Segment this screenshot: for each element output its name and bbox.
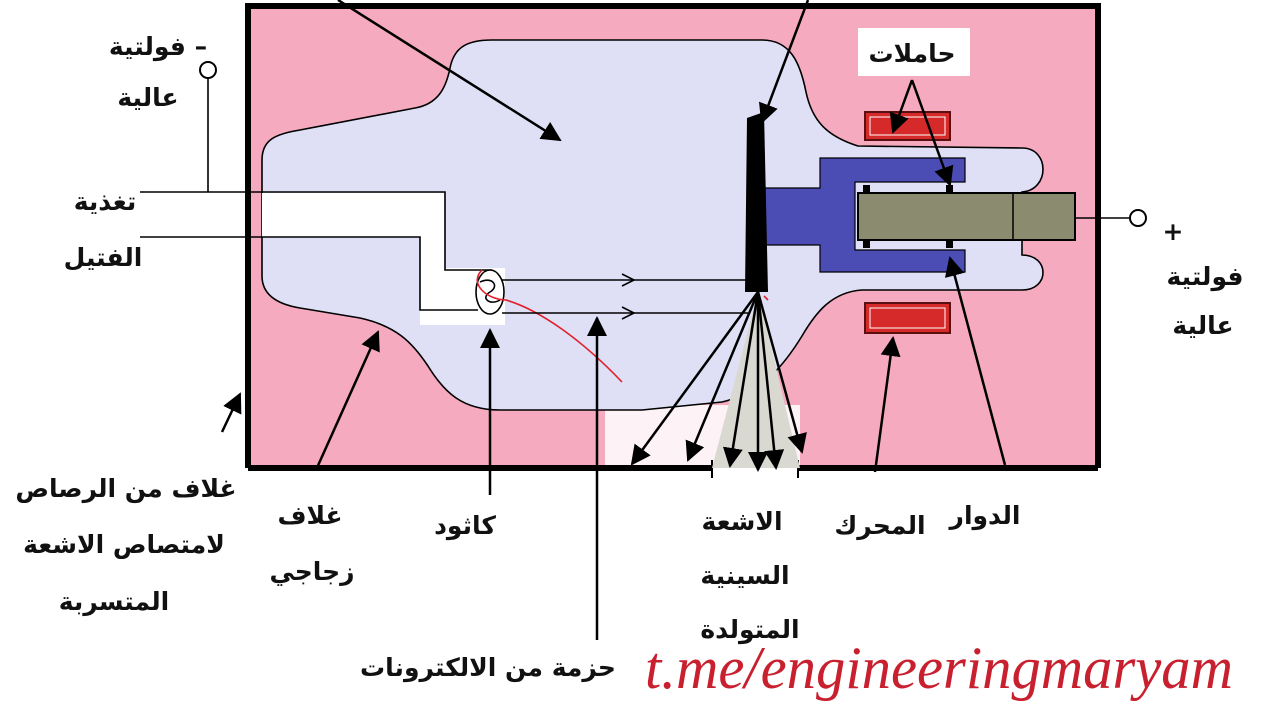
pointer-arrow-lead-housing <box>220 392 242 433</box>
xray-ray <box>756 291 807 454</box>
pointer-arrow-top-target <box>758 0 810 124</box>
cathode <box>475 269 769 383</box>
label-bearings: حاملات <box>869 39 956 68</box>
label-motor: المحرك <box>834 511 925 541</box>
pointer-arrows <box>220 0 1007 640</box>
stator-bottom-inner <box>869 307 946 329</box>
pointer-arrow-bearing-top <box>889 79 914 134</box>
label-pos-voltage-line2: عالية <box>1172 311 1233 340</box>
filament-wires <box>140 61 492 311</box>
label-lead-housing-line3: المتسربة <box>59 587 169 617</box>
pointer-arrow-motor <box>873 336 901 473</box>
anode-target <box>745 112 768 292</box>
filament-wire-lower <box>140 236 478 311</box>
xray-cone <box>712 292 800 468</box>
xray-emission <box>630 291 807 472</box>
label-filament-feed-line2: الفتيل <box>64 243 143 272</box>
anode-stem <box>764 157 966 273</box>
pointer-arrow-top-left <box>337 0 562 142</box>
label-cathode: كاثود <box>434 511 496 541</box>
rotor-bar <box>857 192 1076 241</box>
xray-ray <box>756 291 785 470</box>
filament-coil <box>479 279 501 303</box>
watermark: t.me/engineeringmaryam <box>645 635 1233 701</box>
label-xrays-line1: الاشعة <box>701 507 782 536</box>
bearing-icon <box>863 241 870 248</box>
electron-beam <box>502 273 748 320</box>
stator-top <box>864 111 951 141</box>
xray-ray <box>630 291 760 466</box>
label-filament-feed-line1: تغذية <box>74 187 137 216</box>
pointer-arrow-glass <box>314 330 380 471</box>
red-annotation-stroke <box>476 269 623 383</box>
bearing-icon <box>946 185 953 192</box>
pointer-arrow-bearing <box>910 79 954 187</box>
labels: فولتية – عالية تغذية الفتيل حاملات + فول… <box>15 28 1244 683</box>
label-neg-voltage-line2: عالية <box>117 83 178 112</box>
label-glass-line2: زجاجي <box>269 557 354 586</box>
rotor <box>857 185 1147 248</box>
label-lead-housing-line2: لامتصاص الاشعة <box>23 530 225 559</box>
label-pos-voltage-line1: فولتية <box>1166 262 1243 292</box>
red-annotation-dot <box>763 295 769 301</box>
label-neg-voltage-line1: فولتية – <box>109 32 207 62</box>
label-glass-line1: غلاف <box>277 501 342 530</box>
label-xrays-line2: السينية <box>700 561 789 590</box>
label-rotor: الدوار <box>948 501 1021 531</box>
pointer-arrow-rotor <box>944 256 1007 466</box>
pos-terminal-icon <box>1129 209 1147 227</box>
label-pos-voltage-sign: + <box>1163 217 1184 246</box>
filament-wire-upper <box>140 191 492 271</box>
label-lead-housing-line1: غلاف من الرصاص <box>15 474 236 504</box>
neg-terminal-icon <box>199 61 217 79</box>
xray-ray <box>685 291 760 462</box>
label-bearings-box <box>858 28 970 76</box>
electron-beam-chevron-icon <box>621 273 636 320</box>
bearing-icon <box>863 185 870 192</box>
bearing-icon <box>946 241 953 248</box>
label-xrays-line3: المتولدة <box>700 615 799 645</box>
xray-ray <box>722 291 760 468</box>
label-electron-beam: حزمة من الالكترونات <box>360 653 616 683</box>
